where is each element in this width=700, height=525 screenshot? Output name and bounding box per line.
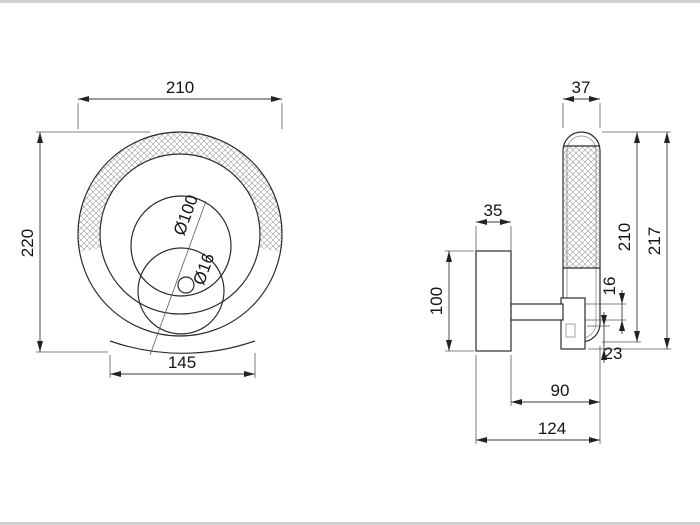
dim-socket-depth-label: 23 xyxy=(604,344,623,363)
ring-inner-circle xyxy=(99,153,261,315)
side-view: 37 35 100 210 217 xyxy=(427,78,671,444)
ring-outer-circle xyxy=(77,131,283,337)
wall-backplate xyxy=(475,250,512,352)
dim-shade-width: 145 xyxy=(109,353,256,378)
dim-backplate-height-label: 100 xyxy=(427,287,446,315)
dim-front-height-label: 220 xyxy=(18,229,37,257)
dim-front-width: 210 xyxy=(77,78,283,129)
socket-circle xyxy=(137,247,225,335)
dim-total-projection: 124 xyxy=(475,355,600,444)
diffuser-circle xyxy=(130,195,232,297)
front-view: Ø100 Ø16 210 220 145 xyxy=(18,78,283,378)
dim-profile-width: 37 xyxy=(562,78,601,128)
dim-diffuser-diameter: Ø100 xyxy=(170,192,202,238)
dim-arm-projection-label: 90 xyxy=(551,381,570,400)
dim-shade-width-label: 145 xyxy=(168,353,196,372)
bottom-cover-arc xyxy=(109,340,256,354)
dim-backplate-height: 100 xyxy=(427,250,474,352)
dim-arm-thickness-label: 16 xyxy=(600,277,619,296)
dim-front-width-label: 210 xyxy=(166,78,194,97)
dim-tube-diameter: Ø16 xyxy=(189,251,218,288)
dim-profile-width-label: 37 xyxy=(572,78,591,97)
diameter-leader-line xyxy=(149,200,207,356)
mounting-arm xyxy=(510,303,564,321)
dim-ring-height: 210 xyxy=(602,131,671,343)
dim-total-projection-label: 124 xyxy=(538,419,566,438)
joint-screw-detail xyxy=(565,323,576,338)
dim-backplate-width: 35 xyxy=(475,201,512,251)
dim-ring-height-label: 210 xyxy=(615,223,634,251)
dim-backplate-width-label: 35 xyxy=(484,201,503,220)
ring-hatch-band xyxy=(78,131,283,252)
dim-arm-projection: 90 xyxy=(510,346,601,444)
tube-circle xyxy=(177,276,195,294)
wall-lamp-dimension-drawing: Ø100 Ø16 210 220 145 xyxy=(18,78,671,444)
dim-total-height-label: 217 xyxy=(645,227,664,255)
socket-joint xyxy=(560,297,586,350)
ring-profile-hatch xyxy=(564,146,599,268)
dim-front-height: 220 xyxy=(18,131,150,353)
dim-arm-thickness: 16 xyxy=(585,277,626,334)
dim-socket-depth: 23 xyxy=(587,312,622,363)
